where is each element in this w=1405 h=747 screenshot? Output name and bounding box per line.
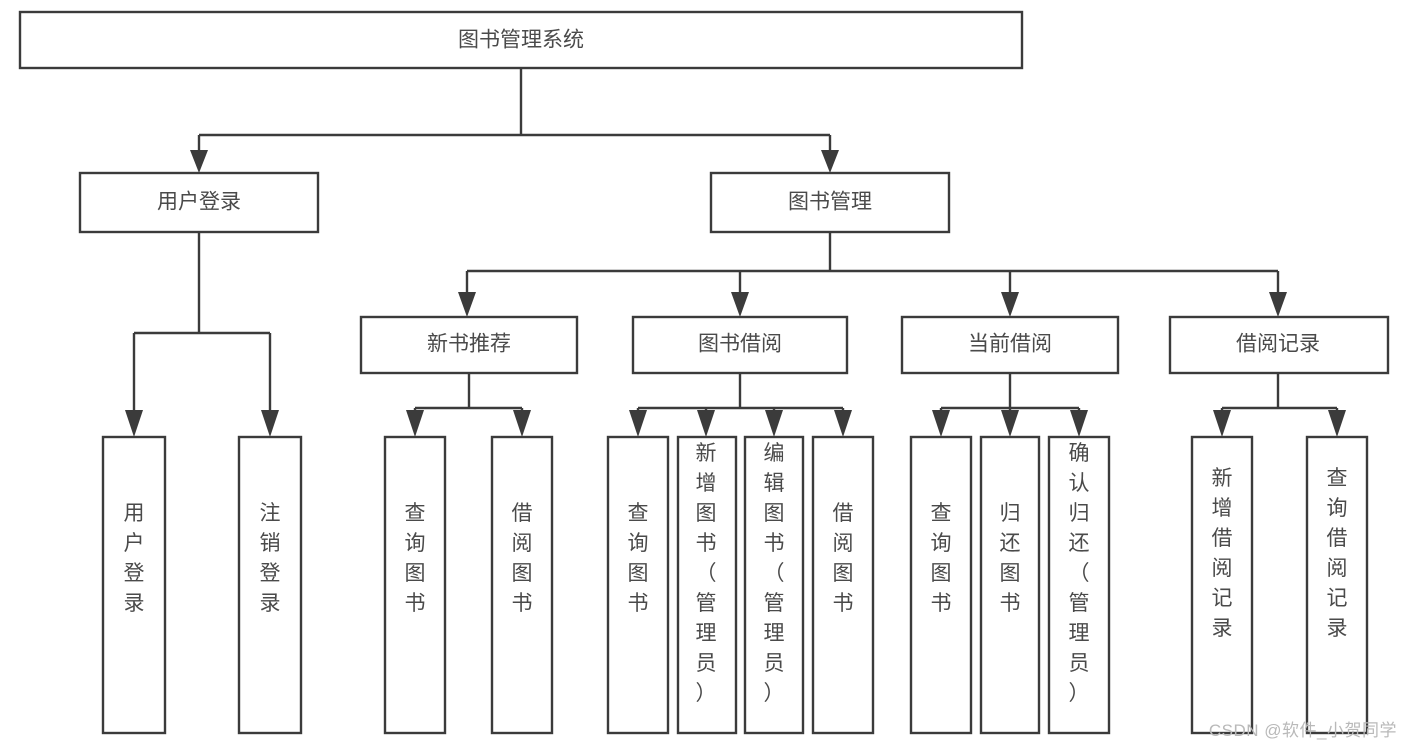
node-book-borrow-box[interactable] <box>631 315 849 375</box>
node-current-borrow-box[interactable] <box>900 315 1120 375</box>
node-new-book-recommend-label: 新书推荐 <box>427 333 511 356</box>
leaf-book-borrow-0-label: 查询图书 <box>628 502 649 615</box>
csdn-watermark: CSDN @软件_小贺同学 <box>1208 721 1397 740</box>
node-borrow-record-label: 借阅记录 <box>1236 333 1320 356</box>
arrow-head-current-borrow-leaf2 <box>1001 410 1019 437</box>
leaf-borrow-record-1-box[interactable] <box>1305 435 1369 735</box>
arrow-head-new-book-leaf2 <box>513 410 531 437</box>
leaf-new-book-1-label: 借阅图书 <box>512 502 533 615</box>
leaf-borrow-record-1-label: 查询借阅记录 <box>1327 467 1348 640</box>
arrow-head-current-borrow <box>1001 292 1019 317</box>
leaf-user-login-1-label: 注销登录 <box>260 502 281 615</box>
leaf-user-login-1-box[interactable] <box>237 435 303 735</box>
node-book-management[interactable]: 图书管理 <box>709 171 951 234</box>
arrow-head-current-borrow-leaf3 <box>1070 410 1088 437</box>
leaf-user-login-0[interactable]: 用户登录 <box>101 435 167 735</box>
leaf-book-borrow-2[interactable]: 编辑图书（管理员） <box>743 435 805 735</box>
leaf-borrow-record-0[interactable]: 新增借阅记录 <box>1190 435 1254 735</box>
arrow-head-book-borrow <box>731 292 749 317</box>
leaf-book-borrow-1-box[interactable] <box>676 435 738 735</box>
connector-layer <box>125 68 1346 437</box>
leaf-current-borrow-1[interactable]: 归还图书 <box>979 435 1041 735</box>
arrow-head-user-login <box>190 150 208 173</box>
arrow-head-book-borrow-leaf4 <box>834 410 852 437</box>
leaf-book-borrow-2-box[interactable] <box>743 435 805 735</box>
leaf-book-borrow-1-label: 新增图书（管理员） <box>696 442 717 705</box>
leaf-book-borrow-3-label: 借阅图书 <box>833 502 854 615</box>
leaf-borrow-record-0-box[interactable] <box>1190 435 1254 735</box>
arrow-head-borrow-record <box>1269 292 1287 317</box>
node-borrow-record[interactable]: 借阅记录 <box>1168 315 1390 375</box>
leaf-current-borrow-2-label: 确认归还（管理员） <box>1069 442 1090 705</box>
leaf-current-borrow-2[interactable]: 确认归还（管理员） <box>1047 435 1111 735</box>
arrow-head-book-mgmt <box>821 150 839 173</box>
leaf-new-book-0-label: 查询图书 <box>405 502 426 615</box>
leaf-current-borrow-0-box[interactable] <box>909 435 973 735</box>
leaf-book-borrow-3[interactable]: 借阅图书 <box>811 435 875 735</box>
arrow-head-new-book-leaf1 <box>406 410 424 437</box>
leaf-user-login-0-label: 用户登录 <box>124 502 145 615</box>
leaf-current-borrow-0[interactable]: 查询图书 <box>909 435 973 735</box>
node-root[interactable]: 图书管理系统 <box>18 10 1024 70</box>
node-book-borrow[interactable]: 图书借阅 <box>631 315 849 375</box>
node-user-login-box[interactable] <box>78 171 320 234</box>
leaf-current-borrow-1-label: 归还图书 <box>1000 502 1021 615</box>
arrow-head-user-login-leaf2 <box>261 410 279 437</box>
leaf-new-book-0[interactable]: 查询图书 <box>383 435 447 735</box>
leaf-user-login-1[interactable]: 注销登录 <box>237 435 303 735</box>
leaf-book-borrow-0-box[interactable] <box>606 435 670 735</box>
leaf-book-borrow-3-box[interactable] <box>811 435 875 735</box>
arrow-head-new-book <box>458 292 476 317</box>
node-root-box[interactable] <box>18 10 1024 70</box>
node-book-management-box[interactable] <box>709 171 951 234</box>
leaf-current-borrow-2-box[interactable] <box>1047 435 1111 735</box>
node-new-book-recommend[interactable]: 新书推荐 <box>359 315 579 375</box>
leaf-borrow-record-1[interactable]: 查询借阅记录 <box>1305 435 1369 735</box>
node-user-login-label: 用户登录 <box>157 191 241 214</box>
leaf-current-borrow-0-label: 查询图书 <box>931 502 952 615</box>
leaf-book-borrow-2-label: 编辑图书（管理员） <box>764 442 785 705</box>
arrow-head-book-borrow-leaf3 <box>765 410 783 437</box>
leaf-borrow-record-0-label: 新增借阅记录 <box>1212 467 1233 640</box>
node-current-borrow[interactable]: 当前借阅 <box>900 315 1120 375</box>
arrow-head-book-borrow-leaf2 <box>697 410 715 437</box>
leaf-new-book-1[interactable]: 借阅图书 <box>490 435 554 735</box>
arrow-head-borrow-record-leaf1 <box>1213 410 1231 437</box>
node-book-management-label: 图书管理 <box>788 191 872 214</box>
arrow-head-borrow-record-leaf2 <box>1328 410 1346 437</box>
arrow-head-user-login-leaf1 <box>125 410 143 437</box>
node-user-login[interactable]: 用户登录 <box>78 171 320 234</box>
arrow-head-book-borrow-leaf1 <box>629 410 647 437</box>
node-current-borrow-label: 当前借阅 <box>968 333 1052 356</box>
leaf-book-borrow-0[interactable]: 查询图书 <box>606 435 670 735</box>
node-root-label: 图书管理系统 <box>458 29 584 52</box>
leaf-new-book-0-box[interactable] <box>383 435 447 735</box>
node-book-borrow-label: 图书借阅 <box>698 333 782 356</box>
node-new-book-recommend-box[interactable] <box>359 315 579 375</box>
leaf-current-borrow-1-box[interactable] <box>979 435 1041 735</box>
node-borrow-record-box[interactable] <box>1168 315 1390 375</box>
leaf-book-borrow-1[interactable]: 新增图书（管理员） <box>676 435 738 735</box>
leaf-new-book-1-box[interactable] <box>490 435 554 735</box>
arrow-head-current-borrow-leaf1 <box>932 410 950 437</box>
leaf-user-login-0-box[interactable] <box>101 435 167 735</box>
